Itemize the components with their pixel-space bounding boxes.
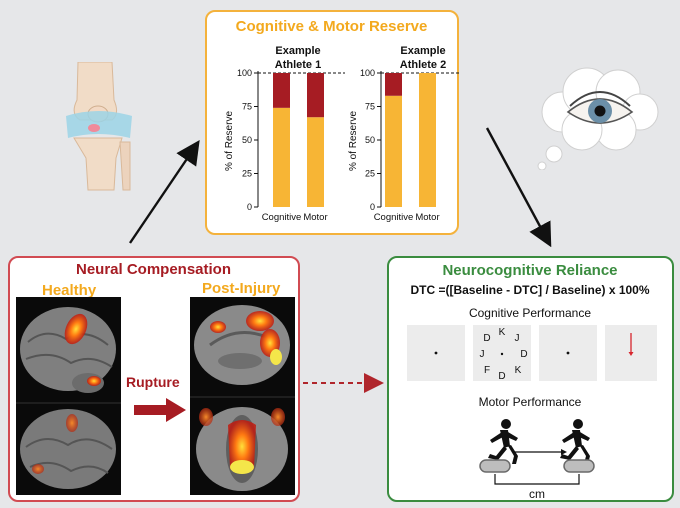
letter-2: D — [483, 333, 490, 344]
post-injury-brain-scans — [190, 297, 295, 495]
start-pad — [479, 459, 511, 473]
reliance-title: Neurocognitive Reliance — [442, 262, 618, 279]
letter-1: K — [499, 327, 506, 338]
post-injury-label: Post-Injury — [202, 280, 281, 297]
chart1-bar-cognitive-seg1 — [273, 107, 290, 207]
chart1-bar-motor-seg1 — [307, 117, 324, 207]
athlete1-title-line1: Example — [275, 45, 320, 57]
chart2-category-label: Cognitive — [374, 212, 414, 223]
dtc-formula: DTC =([Baseline - DTC] / Baseline) x 100… — [410, 283, 650, 297]
chart1-tick-label: 50 — [242, 135, 252, 145]
athlete1-title-line2: Athlete 1 — [275, 59, 321, 71]
chart2-bar-cognitive-seg2 — [385, 73, 402, 96]
chart1-tick-label: 75 — [242, 102, 252, 112]
letter-7: K — [515, 365, 522, 376]
letter-5: D — [520, 349, 527, 360]
arrow-to-reserve — [129, 140, 200, 244]
healthy-brain-scans — [16, 297, 121, 495]
end-pad — [563, 459, 595, 473]
chart2-tick-label: 75 — [365, 102, 375, 112]
cognitive-task-screens: K D J J D F K D — [407, 325, 657, 381]
chart1-tick-label: 25 — [242, 169, 252, 179]
chart1-bar-cognitive-seg2 — [273, 73, 290, 108]
runner-end-figure — [560, 419, 590, 464]
healthy-label: Healthy — [42, 282, 97, 299]
letter-8: D — [498, 371, 505, 381]
motor-performance-label: Motor Performance — [478, 395, 582, 409]
chart2-category-label: Motor — [415, 212, 439, 223]
chart1-category-label: Cognitive — [262, 212, 302, 223]
cognitive-performance-label: Cognitive Performance — [468, 306, 592, 320]
distance-unit: cm — [529, 487, 545, 501]
letter-4: J — [480, 349, 485, 360]
chart2-bar-motor-seg1 — [419, 73, 436, 207]
chart2-tick-label: 0 — [370, 202, 375, 212]
rupture-arrow — [134, 398, 186, 422]
chart1-ylabel: % of Reserve — [224, 111, 235, 171]
knee-joint-illustration — [66, 62, 132, 191]
chart1-tick-label: 0 — [247, 202, 252, 212]
motor-jump-illustration: cm — [479, 419, 595, 501]
reserve-panel: Cognitive & Motor Reserve — [205, 10, 459, 235]
chart2-tick-label: 25 — [365, 169, 375, 179]
chart1-tick-label: 100 — [237, 68, 252, 78]
neural-title: Neural Compensation — [75, 261, 232, 278]
athlete2-title-line2: Athlete 2 — [400, 59, 446, 71]
reserve-charts: Example Athlete 1 Example Athlete 2 % of… — [224, 45, 459, 223]
chart2-tick-label: 100 — [360, 68, 375, 78]
chart1-bar-motor-seg2 — [307, 73, 324, 118]
arrow-to-reliance — [485, 127, 552, 248]
athlete2-title-line1: Example — [400, 45, 445, 57]
letter-3: J — [515, 333, 520, 344]
chart2-ylabel: % of Reserve — [348, 111, 359, 171]
reserve-title: Cognitive & Motor Reserve — [235, 18, 428, 35]
chart1-category-label: Motor — [303, 212, 327, 223]
chart2-bar-cognitive-seg1 — [385, 95, 402, 207]
runner-start-figure — [488, 419, 518, 464]
eye-thought-cloud-illustration — [537, 67, 659, 170]
distance-bracket — [494, 474, 580, 485]
letter-6: F — [484, 365, 490, 376]
rupture-label: Rupture — [126, 374, 180, 390]
chart2-tick-label: 50 — [365, 135, 375, 145]
